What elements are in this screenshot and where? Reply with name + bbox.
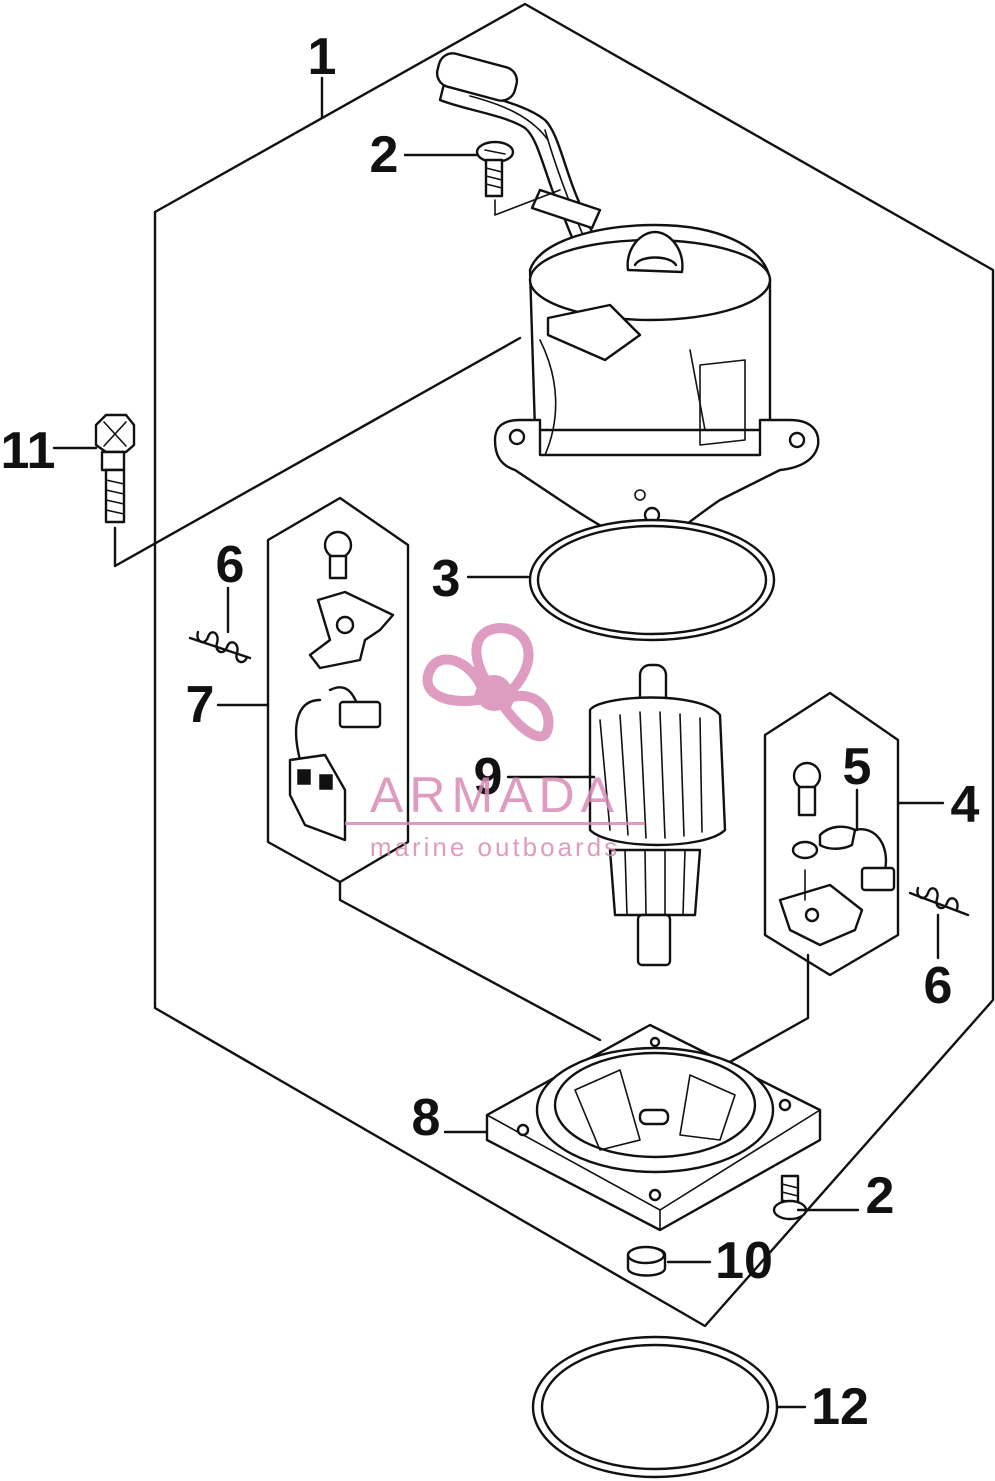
brush-holder-7 [288,530,395,842]
callout-2-bottom: 2 [866,1167,895,1225]
callout-9: 9 [474,748,503,806]
watermark-brand: ARMADA [370,767,620,823]
callout-3: 3 [432,550,461,608]
leader-lines [52,76,945,1409]
spring-6-right [908,886,970,917]
callout-8: 8 [412,1089,441,1147]
callout-12: 12 [811,1378,869,1436]
watermark-tagline: marine outboards [370,832,620,862]
armature-9 [588,663,727,967]
callout-6-left: 6 [216,536,245,594]
motor-housing [435,52,820,547]
screw-top [475,140,515,198]
watermark: ARMADA marine outboards [345,623,645,862]
screw-bottom [772,1174,808,1221]
spring-6-left [188,630,252,664]
o-ring-3 [528,518,776,642]
callout-6-right: 6 [924,957,953,1015]
washer-10 [626,1245,667,1277]
callout-2-top: 2 [370,126,399,184]
end-cover-8 [485,1023,822,1232]
callout-11: 11 [1,422,56,480]
callout-5: 5 [843,738,872,796]
callout-10: 10 [715,1232,773,1290]
callout-7: 7 [186,676,215,734]
o-ring-12 [531,1335,779,1479]
propeller-logo-icon [422,623,554,742]
brush-holder-4 [778,761,896,947]
callout-1: 1 [308,28,337,86]
bolt-11 [94,413,136,524]
callout-4: 4 [951,776,980,834]
brush-holder-group-7 [266,496,410,884]
watermark-underline [345,822,645,825]
brush-holder-group-4 [763,691,900,977]
assembly-outline [153,2,995,1328]
